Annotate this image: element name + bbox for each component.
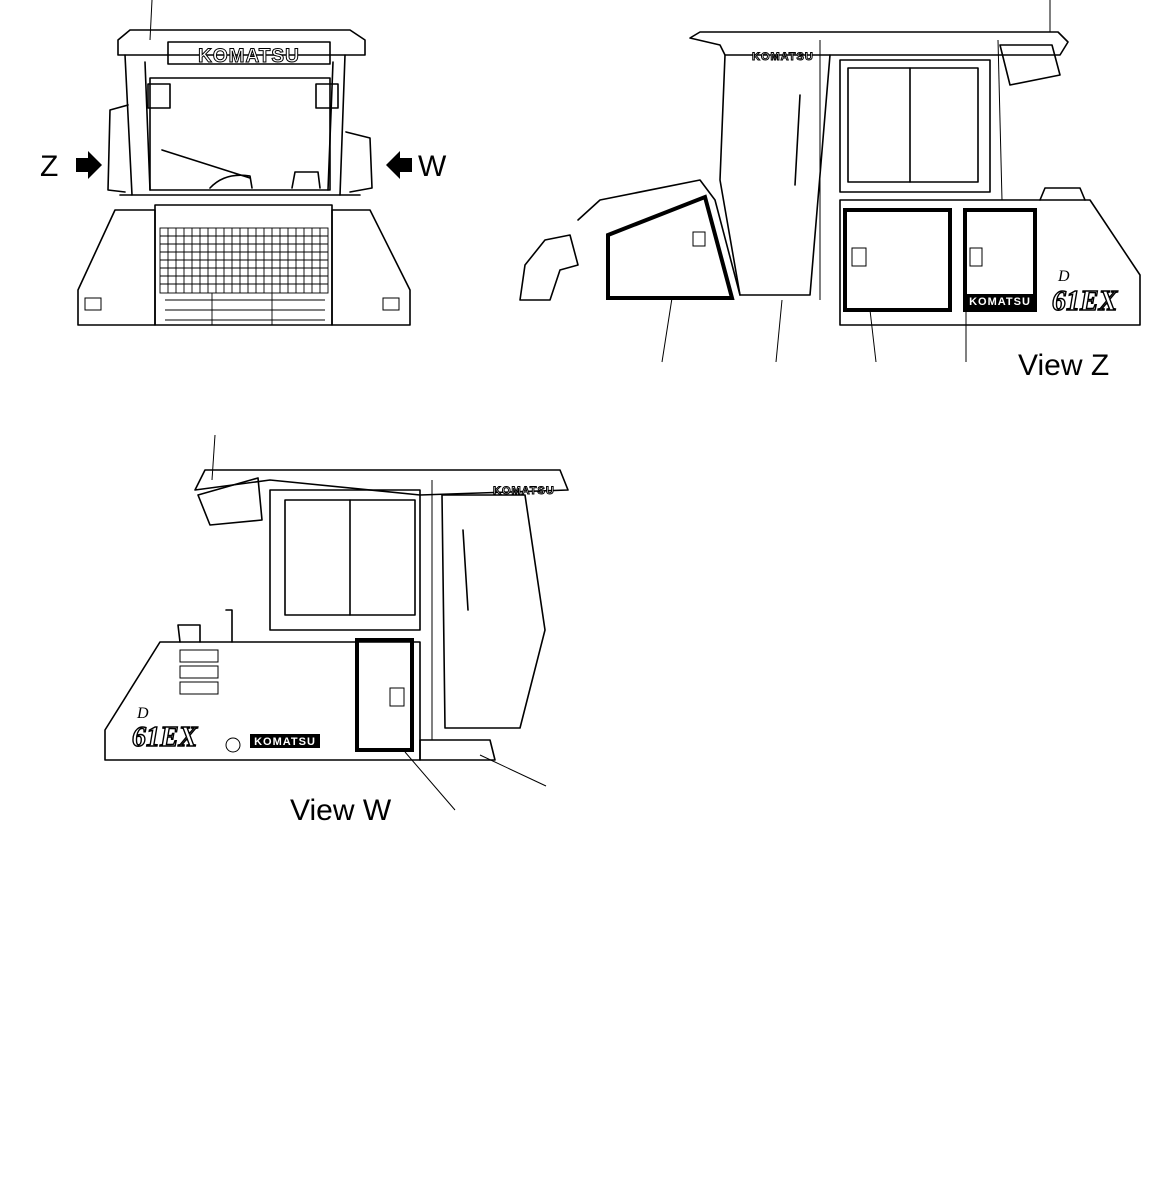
w-exhaust xyxy=(225,609,233,643)
w-leader-top xyxy=(211,434,216,481)
view-w: KOMATSU D 61EX KOMATSU View W xyxy=(104,434,569,827)
light-left xyxy=(147,83,171,109)
light-right xyxy=(315,83,339,109)
arrow-z-group: Z xyxy=(40,150,102,183)
w-leader-2 xyxy=(479,754,547,787)
w-cab-frame xyxy=(269,489,421,631)
handrail-right xyxy=(345,131,373,193)
z-handrail xyxy=(519,234,579,301)
engine-cap xyxy=(291,171,321,189)
w-fuel-cap xyxy=(225,737,241,753)
z-brand-plate xyxy=(967,294,1033,308)
arrow-w-group: W xyxy=(386,150,447,183)
w-vent-2 xyxy=(179,665,219,679)
w-highlighted-side-glass xyxy=(355,638,414,752)
cab-roof xyxy=(117,29,366,56)
z-cab-frame xyxy=(839,59,991,193)
z-wiper xyxy=(794,94,801,186)
z-brand-decal: KOMATSU xyxy=(969,296,1031,308)
view-z: KOMATSU KOMATSU D 61EX V xyxy=(519,0,1141,382)
cab-pillars-outer xyxy=(124,54,346,196)
z-open-door xyxy=(719,54,831,296)
arrow-z-label: Z xyxy=(40,150,58,183)
front-window xyxy=(149,77,331,191)
front-brand-logo: KOMATSU xyxy=(198,46,300,67)
w-brand-decal: KOMATSU xyxy=(254,736,316,748)
z-model-decal: 61EX xyxy=(1052,286,1119,317)
z-rear-glass-latch xyxy=(969,247,983,267)
w-brand-plate xyxy=(250,734,320,748)
z-highlighted-door-glass xyxy=(606,194,735,300)
z-rear-pillar xyxy=(997,39,1003,201)
z-leader-2 xyxy=(775,299,783,363)
view-w-label: View W xyxy=(290,794,392,827)
arrow-right-icon xyxy=(76,151,102,179)
z-highlighted-side-glass xyxy=(843,208,952,312)
z-rear-light xyxy=(999,44,1061,86)
w-open-door xyxy=(441,494,546,729)
w-wiper xyxy=(462,529,469,611)
w-model-prefix: D xyxy=(136,705,149,722)
arrow-left-icon xyxy=(386,151,412,179)
handrail-left xyxy=(107,104,129,193)
w-side-glass-latch xyxy=(389,687,405,707)
z-roof-brand: KOMATSU xyxy=(752,51,814,63)
w-vent-3 xyxy=(179,681,219,695)
z-highlighted-rear-glass xyxy=(963,208,1037,312)
seat-back xyxy=(209,174,253,189)
cab-pillars-inner xyxy=(144,61,334,191)
left-fender xyxy=(77,209,156,326)
arrow-w-label: W xyxy=(418,150,447,183)
z-leader-1 xyxy=(661,297,673,363)
front-leader-line xyxy=(149,0,153,41)
front-view: KOMATSU xyxy=(77,0,411,326)
radiator-housing xyxy=(154,204,333,326)
z-cab-roof xyxy=(689,31,1069,56)
wiper xyxy=(161,149,251,179)
brand-panel xyxy=(167,41,331,65)
right-fender xyxy=(331,209,411,326)
z-side-glass-latch xyxy=(851,247,867,267)
left-lamp xyxy=(84,297,102,311)
w-leader-1 xyxy=(404,751,456,811)
radiator-grill xyxy=(159,227,329,325)
w-rear-light xyxy=(197,477,263,526)
z-body xyxy=(839,199,1141,326)
z-leader-3 xyxy=(869,309,877,363)
z-model-prefix: D xyxy=(1057,268,1070,285)
w-vent-1 xyxy=(179,649,219,663)
z-side-window xyxy=(847,67,979,183)
right-lamp xyxy=(382,297,400,311)
z-rear-handle xyxy=(1039,187,1086,201)
z-step-frame xyxy=(577,179,741,296)
view-z-label: View Z xyxy=(1018,349,1109,382)
w-cab-roof xyxy=(194,469,569,496)
w-step xyxy=(419,739,496,761)
w-model-decal: 61EX xyxy=(132,722,199,753)
w-filler-cap xyxy=(177,624,201,643)
z-door-latch xyxy=(692,231,706,247)
